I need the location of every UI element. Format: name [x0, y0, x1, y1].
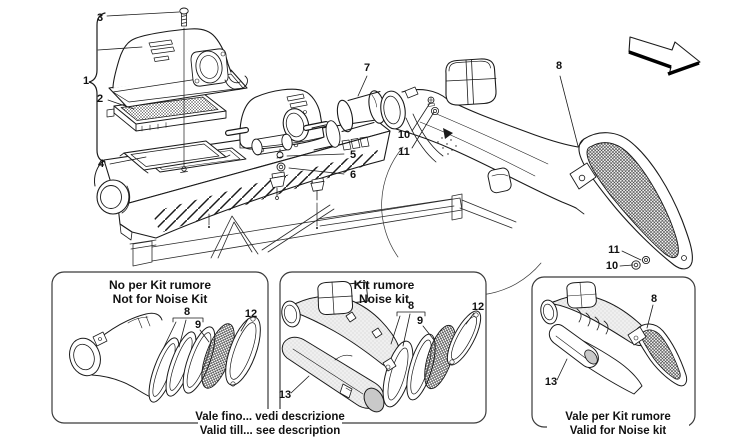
inset3-callout-13: 13: [545, 376, 557, 388]
main-callout-leaders: [88, 11, 642, 267]
callout-6: 6: [350, 169, 356, 181]
inset1-callout-9: 9: [195, 319, 201, 331]
callout-3: 3: [97, 12, 103, 24]
inset2-callout-12: 12: [472, 301, 484, 313]
inset1-callout-12: 12: [245, 308, 257, 320]
callout-1: 1: [83, 75, 89, 87]
inset3-caption-it: Vale per Kit rumore: [565, 411, 670, 423]
callout-11: 11: [398, 146, 410, 158]
inset2-title-en: Noise kit: [359, 292, 409, 306]
inset-noise-kit: [279, 271, 487, 424]
gasket-frame-part: [119, 140, 231, 174]
callout-2: 2: [97, 93, 103, 105]
resonator-box-part: [445, 58, 497, 106]
inset2-callout-8: 8: [408, 300, 414, 312]
direction-arrow-icon: [628, 36, 701, 76]
inset2-title-it: Kit rumore: [354, 278, 415, 292]
callout-7: 7: [364, 62, 370, 74]
leader-lines: [162, 317, 249, 350]
callout-5: 5: [350, 149, 356, 161]
washer-parts: [631, 255, 651, 270]
dot-texture: [437, 133, 457, 155]
inset3-caption-en: Valid for Noise kit: [570, 425, 667, 437]
inset2-callout-9: 9: [417, 315, 423, 327]
snorkel-grille-part: [569, 132, 693, 270]
leader-lines: [556, 304, 654, 381]
callout-11b: 11: [608, 244, 620, 256]
screw-part: [179, 7, 189, 173]
intake-duct-assembly: [380, 58, 693, 270]
inset1-callout-8: 8: [184, 306, 190, 318]
inset3-callout-8: 8: [651, 293, 657, 305]
inset2-callout-13: 13: [279, 389, 291, 401]
airbox-cover-part: [108, 28, 248, 108]
footer-caption-en: Valid till... see description: [200, 425, 341, 437]
leader-lines: [290, 311, 475, 394]
inset1-title-en: Not for Noise Kit: [113, 292, 208, 306]
airbox-exploded-view: [94, 7, 391, 241]
inset-not-for-noise-kit: [51, 271, 269, 424]
inset1-title-it: No per Kit rumore: [109, 278, 211, 292]
callout-4: 4: [98, 158, 105, 170]
fastener-parts: [269, 148, 325, 201]
airbox-cover2-part: [225, 88, 329, 156]
callout-8: 8: [556, 60, 562, 72]
inset3-caption-bg: [547, 409, 689, 439]
callout-10b: 10: [606, 260, 618, 272]
inset-valid-noise-kit: [531, 276, 696, 428]
footer-caption-bg: [198, 409, 342, 439]
footer-caption-it: Vale fino... vedi descrizione: [195, 411, 345, 423]
callout-10: 10: [398, 129, 410, 141]
